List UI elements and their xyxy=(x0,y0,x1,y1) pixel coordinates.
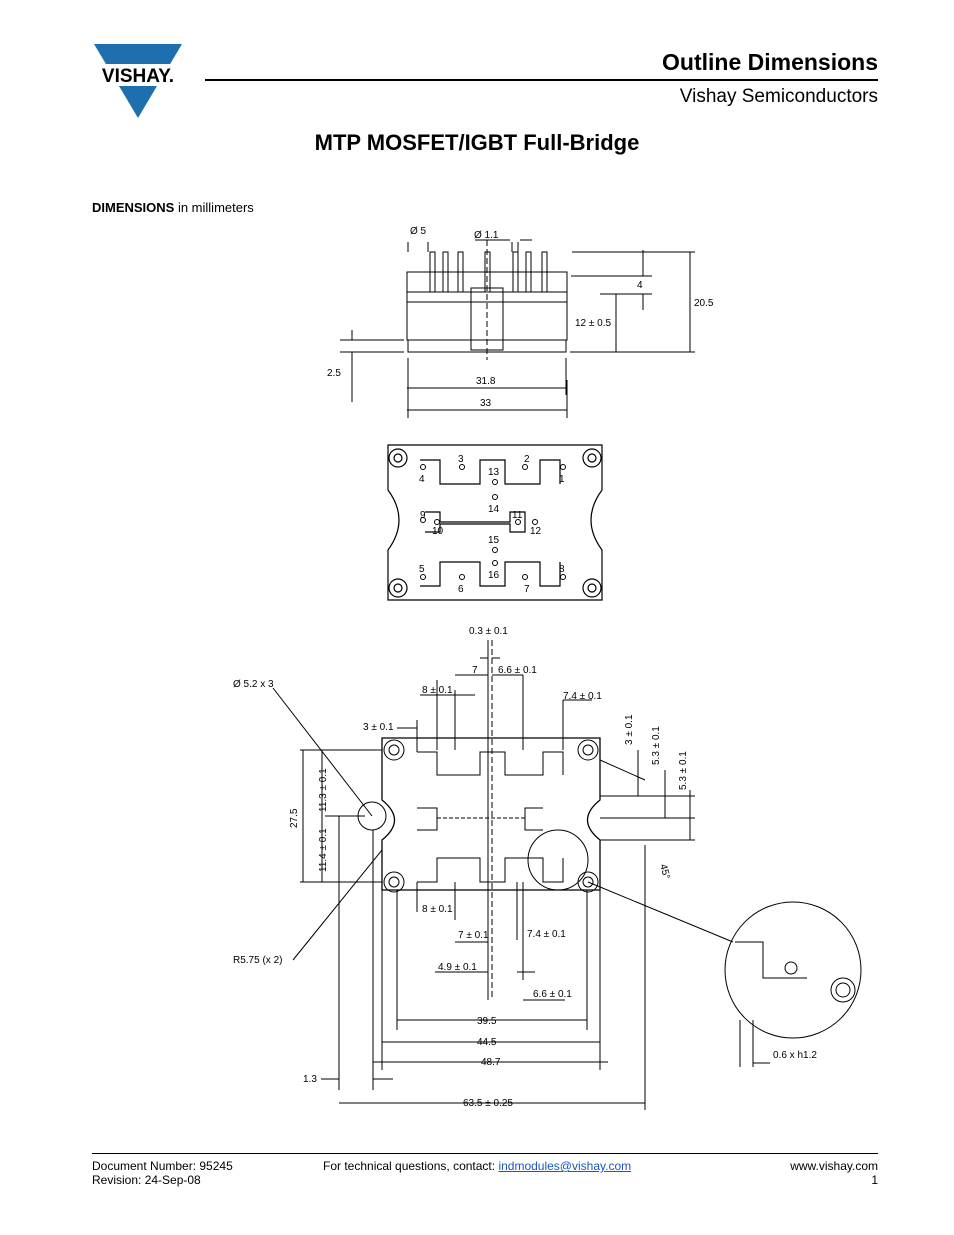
pin-11: 11 xyxy=(512,510,523,521)
dim-dia5: Ø 5 xyxy=(410,226,427,237)
pin-7: 7 xyxy=(524,584,530,595)
side-view-drawing: Ø 5 Ø 1.1 4 20.5 12 ± 0.5 2.5 31.8 33 xyxy=(327,226,714,418)
footer-right: www.vishay.com 1 xyxy=(700,1159,878,1187)
dim-27-5: 27.5 xyxy=(289,808,300,828)
dim-5-3-a: 5.3 ± 0.1 xyxy=(651,726,662,765)
dim-45-deg: 45° xyxy=(657,863,672,880)
dimensions-label: DIMENSIONS in millimeters xyxy=(92,200,254,215)
pin-view-drawing: 1 2 3 4 5 6 7 8 9 10 11 12 13 14 15 16 xyxy=(387,444,603,601)
dim-11-3: 11.3 ± 0.1 xyxy=(318,768,329,812)
vishay-logo: VISHAY. xyxy=(90,44,186,118)
dimensions-label-units: in millimeters xyxy=(174,200,254,215)
page-title: Outline Dimensions xyxy=(662,49,878,75)
dim-7-bottom: 7 ± 0.1 xyxy=(458,930,489,941)
pin-3: 3 xyxy=(458,454,464,465)
dim-5-3-b: 5.3 ± 0.1 xyxy=(678,751,689,790)
dim-dia-5-2: Ø 5.2 x 3 xyxy=(233,679,274,690)
dim-33: 33 xyxy=(480,398,492,409)
contact-email-link[interactable]: indmodules@vishay.com xyxy=(498,1159,632,1173)
footer-contact: For technical questions, contact: indmod… xyxy=(323,1159,631,1173)
dim-3-right: 3 ± 0.1 xyxy=(624,714,635,745)
dim-8-bottom: 8 ± 0.1 xyxy=(422,904,453,915)
contact-prefix: For technical questions, contact: xyxy=(323,1159,499,1173)
revision: Revision: 24-Sep-08 xyxy=(92,1173,201,1187)
dim-63-5: 63.5 ± 0.25 xyxy=(463,1098,513,1109)
pin-9: 9 xyxy=(420,510,426,521)
footer-left: Document Number: 95245 Revision: 24-Sep-… xyxy=(92,1159,233,1187)
pin-14: 14 xyxy=(488,504,500,515)
pin-8: 8 xyxy=(559,564,565,575)
header-rule xyxy=(205,79,878,81)
pin-12: 12 xyxy=(530,526,542,537)
dim-31-8: 31.8 xyxy=(476,376,496,387)
pin-5: 5 xyxy=(419,564,425,575)
dim-4: 4 xyxy=(637,280,643,291)
dim-r5-75: R5.75 (x 2) xyxy=(233,955,282,966)
dim-2-5: 2.5 xyxy=(327,368,341,379)
dim-1-3: 1.3 xyxy=(303,1074,317,1085)
dim-4-9: 4.9 ± 0.1 xyxy=(438,962,477,973)
pin-6: 6 xyxy=(458,584,464,595)
dimension-view-drawing: 0.3 ± 0.1 7 6.6 ± 0.1 8 ± 0.1 7.4 ± 0.1 … xyxy=(233,626,862,1110)
dim-3-left: 3 ± 0.1 xyxy=(363,722,394,733)
logo-text: VISHAY. xyxy=(102,66,174,87)
dim-8-top: 8 ± 0.1 xyxy=(422,685,453,696)
dim-11-4: 11.4 ± 0.1 xyxy=(318,828,329,872)
dim-20-5: 20.5 xyxy=(694,298,714,309)
page-number: 1 xyxy=(871,1173,878,1187)
dim-7-4-top: 7.4 ± 0.1 xyxy=(563,691,602,702)
dim-39-5: 39.5 xyxy=(477,1016,497,1027)
dim-dia11: Ø 1.1 xyxy=(474,230,499,241)
pin-4: 4 xyxy=(419,474,425,485)
footer-rule xyxy=(92,1153,878,1154)
dim-7: 7 xyxy=(472,665,478,676)
pin-2: 2 xyxy=(524,454,530,465)
document-title: MTP MOSFET/IGBT Full-Bridge xyxy=(314,130,640,155)
dim-0-3: 0.3 ± 0.1 xyxy=(469,626,508,637)
pin-13: 13 xyxy=(488,467,500,478)
dim-6-6-bottom: 6.6 ± 0.1 xyxy=(533,989,572,1000)
pin-16: 16 xyxy=(488,570,500,581)
pin-15: 15 xyxy=(488,535,500,546)
dim-44-5: 44.5 xyxy=(477,1037,497,1048)
dim-0-6: 0.6 x h1.2 xyxy=(773,1050,817,1061)
dimensions-label-bold: DIMENSIONS xyxy=(92,200,175,215)
page-subtitle: Vishay Semiconductors xyxy=(679,86,878,107)
dim-48-7: 48.7 xyxy=(481,1057,501,1068)
dim-6-6-top: 6.6 ± 0.1 xyxy=(498,665,537,676)
dim-7-4-bottom: 7.4 ± 0.1 xyxy=(527,929,566,940)
document-number: Document Number: 95245 xyxy=(92,1159,233,1173)
pin-1: 1 xyxy=(559,474,565,485)
pin-10: 10 xyxy=(432,526,444,537)
dim-12: 12 ± 0.5 xyxy=(575,318,612,329)
website: www.vishay.com xyxy=(790,1159,878,1173)
